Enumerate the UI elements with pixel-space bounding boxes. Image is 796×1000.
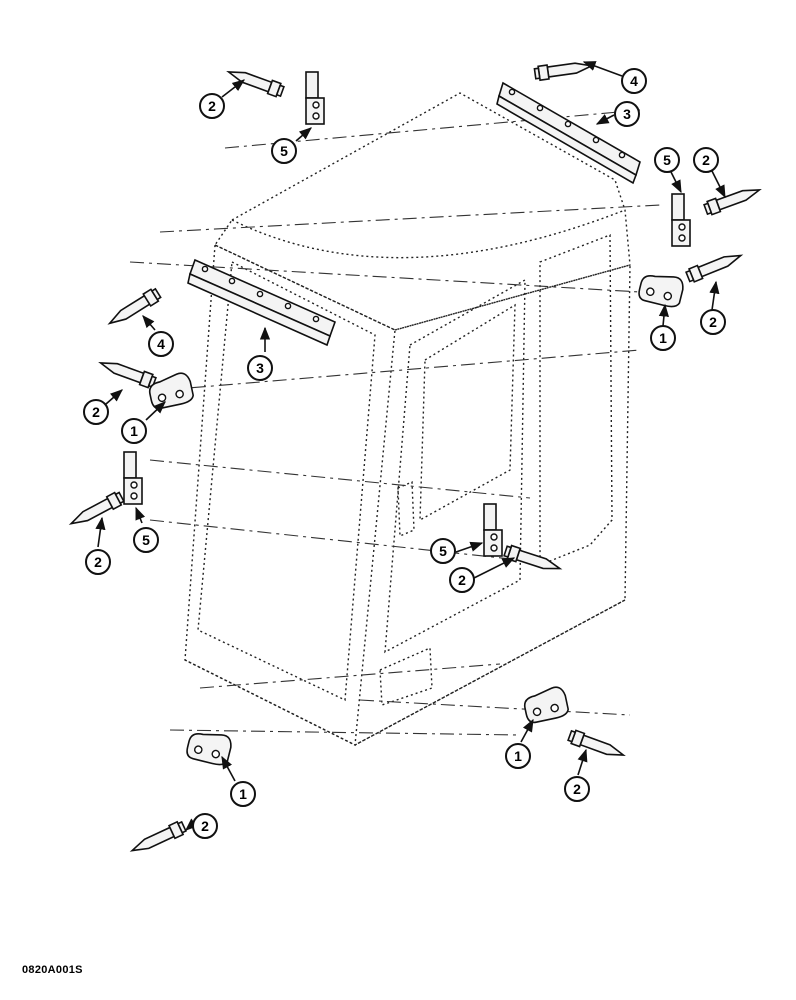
cab-door-frame [384, 278, 526, 654]
reinforcement-bar-right [496, 81, 641, 185]
callout-bar-left: 3 [247, 355, 273, 381]
bolt-top-right [533, 58, 594, 82]
callout-pin-door: 2 [449, 567, 475, 593]
alignment-lines [129, 109, 661, 736]
svg-text:1: 1 [514, 748, 522, 764]
svg-text:3: 3 [256, 360, 264, 376]
hinge-plate-bottom-left [184, 726, 235, 768]
clip-right [671, 193, 691, 247]
hinge-plate-bottom-right [521, 684, 571, 725]
svg-text:5: 5 [280, 143, 288, 159]
callout-pin-left-lower: 2 [85, 549, 111, 575]
pin-right-upper [702, 182, 763, 217]
svg-text:2: 2 [94, 554, 102, 570]
pin-left-middle [97, 355, 158, 390]
callout-clip-right: 5 [654, 147, 680, 173]
pin-bottom-left [128, 819, 188, 858]
clip-top-left [305, 71, 325, 125]
svg-text:4: 4 [157, 336, 165, 352]
cab-side-window [539, 233, 613, 567]
pin-door [502, 543, 563, 577]
clip-left [123, 451, 143, 505]
callout-pin-right-upper: 2 [693, 147, 719, 173]
callout-bolt-left: 4 [148, 331, 174, 357]
callout-bolt-top-right: 4 [621, 68, 647, 94]
callout-pin-bottom-right: 2 [564, 776, 590, 802]
svg-text:5: 5 [142, 532, 150, 548]
cab-roof-ridge [231, 209, 626, 259]
svg-text:2: 2 [573, 781, 581, 797]
svg-text:3: 3 [623, 106, 631, 122]
callout-clip-left: 5 [133, 527, 159, 553]
svg-text:1: 1 [659, 330, 667, 346]
cab-door-handle [397, 480, 415, 538]
svg-text:4: 4 [630, 73, 638, 89]
clip-door [483, 503, 503, 557]
figure-code: 0820A001S [22, 964, 83, 976]
svg-text:2: 2 [208, 98, 216, 114]
pin-top-left [225, 64, 286, 99]
svg-text:1: 1 [130, 423, 138, 439]
reinforcement-bar-left [187, 258, 337, 347]
cab-outline [184, 92, 631, 747]
hinge-plate-right [636, 268, 687, 310]
svg-text:5: 5 [663, 152, 671, 168]
cab-left-window [197, 260, 376, 702]
callout-pin-top-left: 2 [199, 93, 225, 119]
cab-door-window [419, 303, 516, 522]
pin-right-middle [684, 248, 745, 285]
callout-hinge-right: 1 [650, 325, 676, 351]
pin-left-lower [67, 489, 126, 531]
cab-roof [213, 92, 631, 331]
cab-bottom-edge [184, 599, 626, 746]
bolt-left [105, 286, 163, 331]
callout-hinge-bottom-left: 1 [230, 781, 256, 807]
callout-clip-door: 5 [430, 538, 456, 564]
callout-bar-right: 3 [614, 101, 640, 127]
callouts: 2 5 4 3 5 2 1 2 [83, 68, 726, 839]
svg-text:2: 2 [458, 572, 466, 588]
svg-text:1: 1 [239, 786, 247, 802]
leader-lines [95, 61, 726, 831]
svg-text:2: 2 [92, 404, 100, 420]
callout-hinge-left: 1 [121, 418, 147, 444]
callout-pin-right-middle: 2 [700, 309, 726, 335]
svg-text:2: 2 [201, 818, 209, 834]
svg-text:2: 2 [709, 314, 717, 330]
callout-hinge-bottom-right: 1 [505, 743, 531, 769]
callout-pin-left-middle: 2 [83, 399, 109, 425]
cab-front-face [354, 264, 631, 746]
cab-lower-step [379, 646, 433, 706]
svg-text:5: 5 [439, 543, 447, 559]
pin-bottom-right [566, 728, 627, 763]
svg-text:2: 2 [702, 152, 710, 168]
callout-clip-top-left: 5 [271, 138, 297, 164]
callout-pin-bottom-left: 2 [192, 813, 218, 839]
